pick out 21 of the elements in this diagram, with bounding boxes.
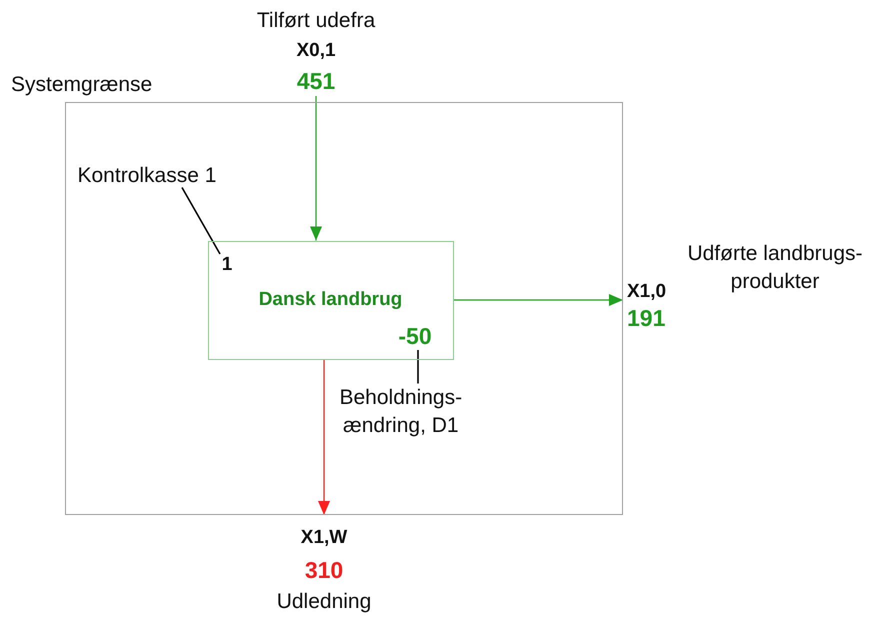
flow-label: Udførte landbrugs- produkter — [686, 241, 864, 295]
leader-line — [417, 350, 419, 384]
flow-value: 191 — [627, 305, 666, 332]
flow-value: 451 — [296, 67, 336, 96]
flow-value: 310 — [304, 556, 344, 585]
flow-code: X0,1 — [295, 39, 337, 63]
box-number: 1 — [220, 254, 234, 276]
flow-code: X1,0 — [627, 280, 668, 304]
leader-line — [181, 187, 221, 254]
arrow — [310, 96, 322, 240]
flow-label: Tilført udefra — [256, 8, 376, 34]
flow-label: Udledning — [276, 589, 372, 615]
arrow — [318, 360, 330, 515]
flow-code: X1,W — [300, 526, 348, 550]
stock-change-value: -50 — [397, 323, 433, 350]
arrow — [454, 294, 623, 306]
process-name: Dansk landbrug — [258, 288, 404, 310]
callout-text: Kontrolkasse 1 — [78, 164, 218, 188]
boundary-heading: Systemgrænse — [11, 73, 152, 97]
callout-text: Beholdnings- ændring, D1 — [340, 384, 462, 438]
process-box — [208, 240, 454, 360]
